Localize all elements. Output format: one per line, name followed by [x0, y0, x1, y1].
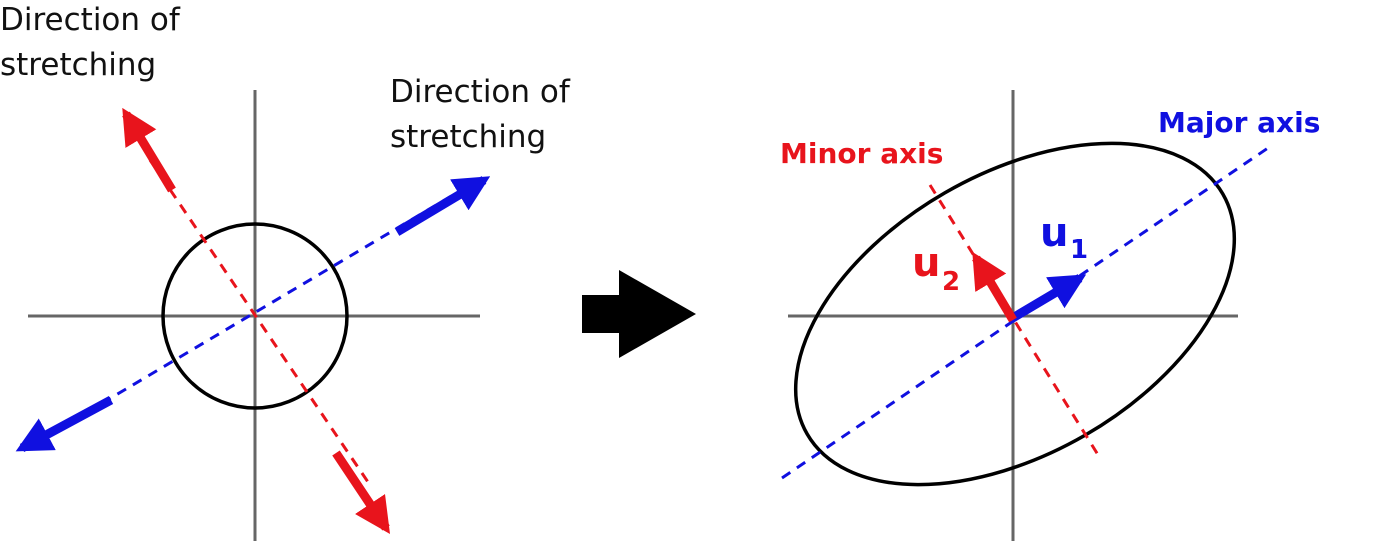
red-direction-label-line1: Direction of	[0, 2, 181, 38]
u2-subscript: 2	[942, 267, 960, 297]
major-axis-label: Major axis	[1158, 106, 1320, 139]
minor-axis-label: Minor axis	[780, 137, 943, 170]
blue-arrow-lower	[15, 396, 114, 452]
red-arrow-lower	[332, 450, 390, 534]
right-panel: Minor axis Major axis u 1 u 2	[780, 90, 1320, 541]
red-arrow-upper	[122, 107, 176, 193]
u1-subscript: 1	[1070, 235, 1088, 265]
u2-label: u	[912, 240, 940, 286]
red-direction-label-line2: stretching	[0, 47, 156, 83]
blue-direction-label-line2: stretching	[390, 119, 546, 155]
u2-vector-arrow	[972, 251, 1017, 323]
transform-arrow-icon	[582, 270, 696, 358]
left-panel: Direction of stretching Direction of str…	[0, 2, 571, 541]
u1-vector-arrow	[1008, 274, 1087, 323]
unit-circle	[161, 222, 349, 410]
u1-label: u	[1040, 210, 1068, 256]
left-red-dashed-line	[148, 159, 372, 486]
blue-direction-label-line1: Direction of	[390, 74, 571, 110]
blue-arrow-upper	[394, 176, 491, 236]
